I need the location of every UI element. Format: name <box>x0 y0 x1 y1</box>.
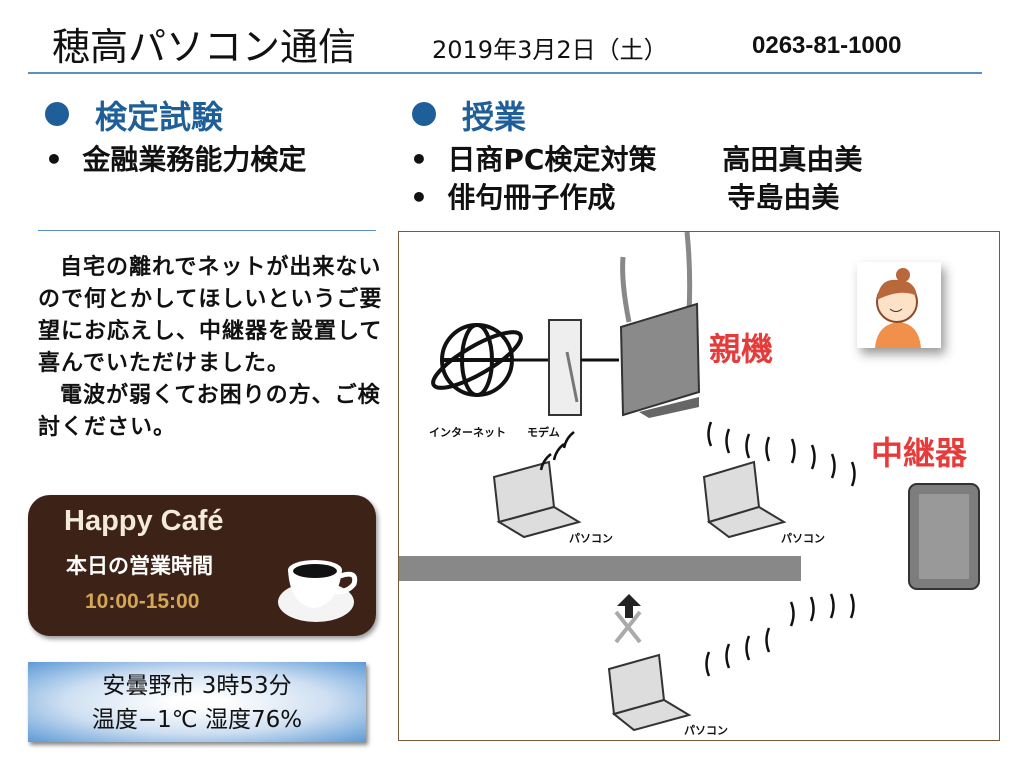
bullet-icon <box>412 102 436 126</box>
network-diagram: インターネット モデム 親機 中継器 パソコン パソコン パソコン <box>398 231 1000 741</box>
laptop-icon <box>702 460 787 539</box>
phone-number: 0263-81-1000 <box>752 32 902 59</box>
class-teacher: 寺島由美 <box>727 181 840 214</box>
exam-heading-text: 検定試験 <box>95 98 224 136</box>
weather-temp-humidity: 温度−1℃ 湿度76% <box>91 707 303 733</box>
bullet-icon <box>45 102 69 126</box>
router-icon <box>619 232 701 418</box>
class-teacher: 高田真由美 <box>722 143 863 176</box>
class-name: 俳句冊子作成 <box>447 181 616 214</box>
class-item: • 日商PC検定対策高田真由美 <box>410 138 862 178</box>
page-title: 穂高パソコン通信 <box>52 25 357 69</box>
exam-item: • 金融業務能力検定 <box>45 143 307 176</box>
parent-router-label: 親機 <box>709 330 774 368</box>
modem-icon <box>548 319 582 416</box>
pc-label: パソコン <box>569 532 613 545</box>
woman-illustration <box>857 262 941 348</box>
network-illustration <box>399 232 980 732</box>
classes-heading-text: 授業 <box>462 98 527 136</box>
coffee-cup-icon <box>278 560 358 622</box>
repeater-icon <box>908 483 980 590</box>
wall-bar <box>399 556 801 581</box>
repeater-label: 中継器 <box>871 434 968 472</box>
section-divider <box>38 230 376 231</box>
classes-heading: 授業 <box>412 92 526 138</box>
wireless-waves-icon <box>539 421 856 677</box>
article-paragraph: 自宅の離れでネットが出来ないので何とかしてほしいというご要望にお応えし、中継器を… <box>38 255 383 376</box>
cafe-banner: Happy Café 本日の営業時間 10:00-15:00 <box>28 495 376 636</box>
blocked-signal-icon <box>614 594 642 644</box>
header-divider <box>28 72 982 74</box>
exam-item-text: 金融業務能力検定 <box>82 143 307 176</box>
class-name: 日商PC検定対策 <box>447 143 657 176</box>
article-paragraph: 電波が弱くてお困りの方、ご検討ください。 <box>38 383 381 440</box>
pc-label: パソコン <box>781 532 825 545</box>
issue-date: 2019年3月2日（土） <box>432 36 668 64</box>
cafe-subtitle: 本日の営業時間 <box>66 554 213 578</box>
weather-box: 安曇野市 3時53分 温度−1℃ 湿度76% <box>28 662 366 742</box>
exam-heading: 検定試験 <box>45 92 223 138</box>
pc-label: パソコン <box>684 724 728 737</box>
cafe-hours: 10:00-15:00 <box>85 590 200 613</box>
weather-location-time: 安曇野市 3時53分 <box>102 673 292 699</box>
laptop-icon <box>607 653 692 732</box>
modem-label: モデム <box>527 426 560 439</box>
laptop-icon <box>492 460 582 539</box>
internet-label: インターネット <box>429 426 506 439</box>
cafe-name: Happy Café <box>64 505 224 537</box>
article-text: 自宅の離れでネットが出来ないので何とかしてほしいというご要望にお応えし、中継器を… <box>38 252 383 444</box>
class-item: • 俳句冊子作成寺島由美 <box>410 176 839 216</box>
